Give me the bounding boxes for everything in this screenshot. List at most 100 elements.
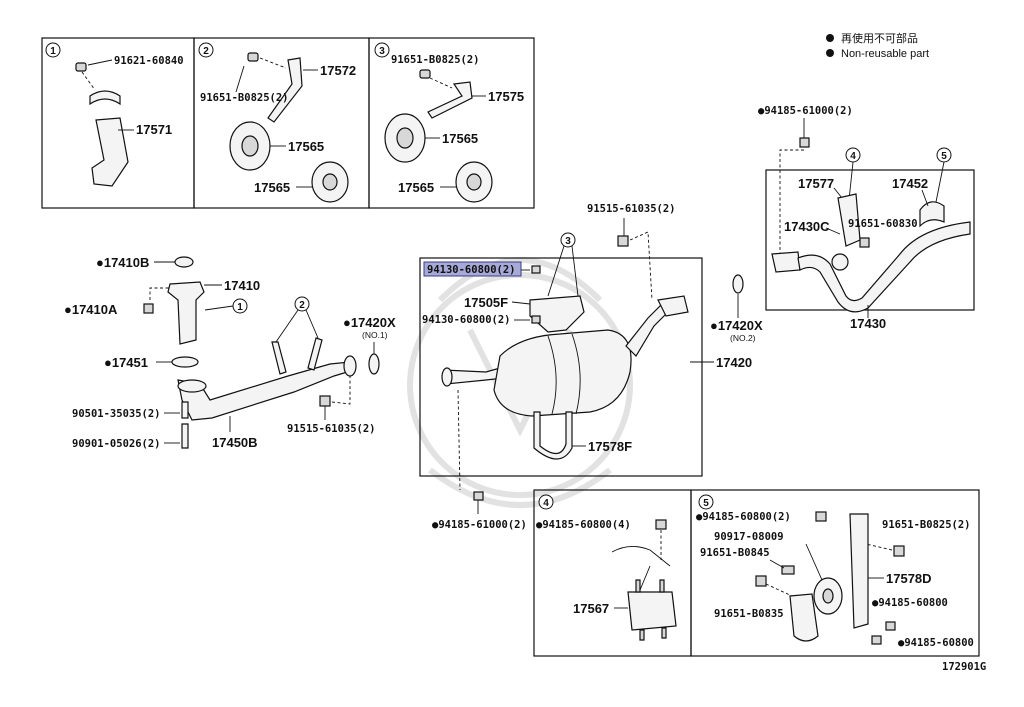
part-label: 91621-60840 xyxy=(114,55,184,67)
gasket-icon xyxy=(174,256,194,268)
box-5: 5 ●94185-60800(2) 90917-08009 91651-B082… xyxy=(690,489,980,657)
bolt-icon xyxy=(75,62,87,72)
part-label: 90917-08009 xyxy=(714,531,784,543)
part-label: 91651-B0825(2) xyxy=(200,92,289,104)
bolt-icon xyxy=(617,235,629,247)
highlighted-part-label[interactable]: 94130-60800(2) xyxy=(427,264,516,276)
nut-icon xyxy=(871,635,882,645)
part-label: 17575 xyxy=(488,89,524,104)
flange-icon xyxy=(771,251,801,273)
bolt-icon xyxy=(781,565,795,575)
reference-badge: 3 xyxy=(565,236,571,247)
flange-icon xyxy=(657,295,689,317)
gasket-icon xyxy=(368,353,380,375)
part-label: 17430 xyxy=(850,316,886,331)
reference-badge: 4 xyxy=(850,151,856,162)
part-label-sub: (NO.2) xyxy=(730,333,756,343)
clamp-icon xyxy=(89,90,121,106)
box-number: 5 xyxy=(703,498,709,509)
spring-icon xyxy=(181,401,189,419)
bracket-icon xyxy=(267,57,303,123)
part-label: 90901-05026(2) xyxy=(72,438,161,450)
legend-en-text: Non-reusable part xyxy=(841,48,929,60)
part-label: 17578F xyxy=(588,439,632,454)
box-1: 1 91621-60840 17571 xyxy=(41,37,195,209)
bolt-icon xyxy=(419,69,431,79)
bolt-icon xyxy=(247,52,259,62)
part-label: ●94185-61000(2) xyxy=(758,105,853,117)
box-number: 2 xyxy=(203,46,209,57)
gasket-icon xyxy=(732,274,744,294)
part-label: 91651-B0835 xyxy=(714,608,784,620)
part-label: 94130-60800(2) xyxy=(422,314,511,326)
gasket-icon xyxy=(171,356,199,368)
part-label: 91651-B0845 xyxy=(700,547,770,559)
part-label: 90501-35035(2) xyxy=(72,408,161,420)
bolt-icon xyxy=(859,237,870,248)
tail-clamp-icon xyxy=(919,201,945,228)
part-label: 17565 xyxy=(442,131,478,146)
nut-icon xyxy=(655,519,667,530)
box-3: 3 91651-B0825(2) 17575 17565 17565 xyxy=(368,37,535,209)
reference-badge: 2 xyxy=(299,300,305,311)
bolt-icon xyxy=(181,423,189,449)
part-label: 17565 xyxy=(254,180,290,195)
part-label: 17450B xyxy=(212,435,258,450)
bracket-icon xyxy=(427,81,473,119)
part-label: ●17420X xyxy=(710,318,763,333)
part-label: 17565 xyxy=(398,180,434,195)
pipe-grommet-icon xyxy=(831,253,849,271)
nut-icon xyxy=(885,621,896,631)
pipe-clamp-icon xyxy=(789,593,819,642)
u-bolt-icon xyxy=(533,411,573,460)
tail-pipe-icon xyxy=(797,221,971,313)
part-label: 17430C xyxy=(784,219,830,234)
pipe-bracket-icon xyxy=(271,337,323,375)
reference-badge: 1 xyxy=(237,302,243,313)
part-label: ●17420X xyxy=(343,315,396,330)
part-label: ●94185-60800(4) xyxy=(536,519,631,531)
part-label: 91651-B0825(2) xyxy=(882,519,971,531)
part-label: 17452 xyxy=(892,176,928,191)
part-label: 17578D xyxy=(886,571,932,586)
box-number-icon xyxy=(374,42,390,58)
legend: 再使用不可部品 Non-reusable part xyxy=(826,31,929,60)
nut-icon xyxy=(473,491,484,501)
muffler-assembly: 91515-61035(2) 3 94130-60800(2) 17505F 9… xyxy=(419,203,763,531)
mount-insulator-icon xyxy=(627,591,677,631)
bolt-icon xyxy=(319,395,331,407)
part-label: 17565 xyxy=(288,139,324,154)
tail-pipe-assembly: ●94185-61000(2) 4 5 17577 17452 17430C 9… xyxy=(758,105,975,331)
nut-icon xyxy=(799,137,810,148)
bracket-icon xyxy=(91,117,129,187)
part-label: ●17410A xyxy=(64,302,118,317)
part-label: 17571 xyxy=(136,122,172,137)
reference-badge: 5 xyxy=(941,151,947,162)
nut-icon xyxy=(531,265,541,274)
box-number: 1 xyxy=(50,46,56,57)
box-number-icon xyxy=(45,42,61,58)
bolt-icon xyxy=(755,575,767,587)
nut-icon xyxy=(531,315,541,324)
part-label: ●17451 xyxy=(104,355,148,370)
legend-jp-text: 再使用不可部品 xyxy=(841,31,918,45)
part-label: 91651-60830 xyxy=(848,218,918,230)
reference-badge-icon xyxy=(294,296,310,312)
figure-code: 172901G xyxy=(942,661,986,673)
exhaust-manifold-pipe-icon xyxy=(167,281,205,345)
reference-badge-icon xyxy=(560,232,576,248)
part-label: 17410 xyxy=(224,278,260,293)
hanger-strap-icon xyxy=(849,513,869,629)
part-label: 91651-B0825(2) xyxy=(391,54,480,66)
part-label: 17577 xyxy=(798,176,834,191)
part-label: ●94185-60800 xyxy=(872,597,948,609)
part-label-sub: (NO.1) xyxy=(362,330,388,340)
front-exhaust-pipe-icon xyxy=(177,361,355,421)
nut-icon xyxy=(815,511,827,522)
front-pipe-assembly: ●17410B 17410 1 ●17410A ●17451 2 ●17420X… xyxy=(64,255,396,450)
part-label: ●94185-61000(2) xyxy=(432,519,527,531)
part-label: 91515-61035(2) xyxy=(587,203,676,215)
highlighted-part-label-box[interactable] xyxy=(423,261,522,277)
part-label: 17572 xyxy=(320,63,356,78)
